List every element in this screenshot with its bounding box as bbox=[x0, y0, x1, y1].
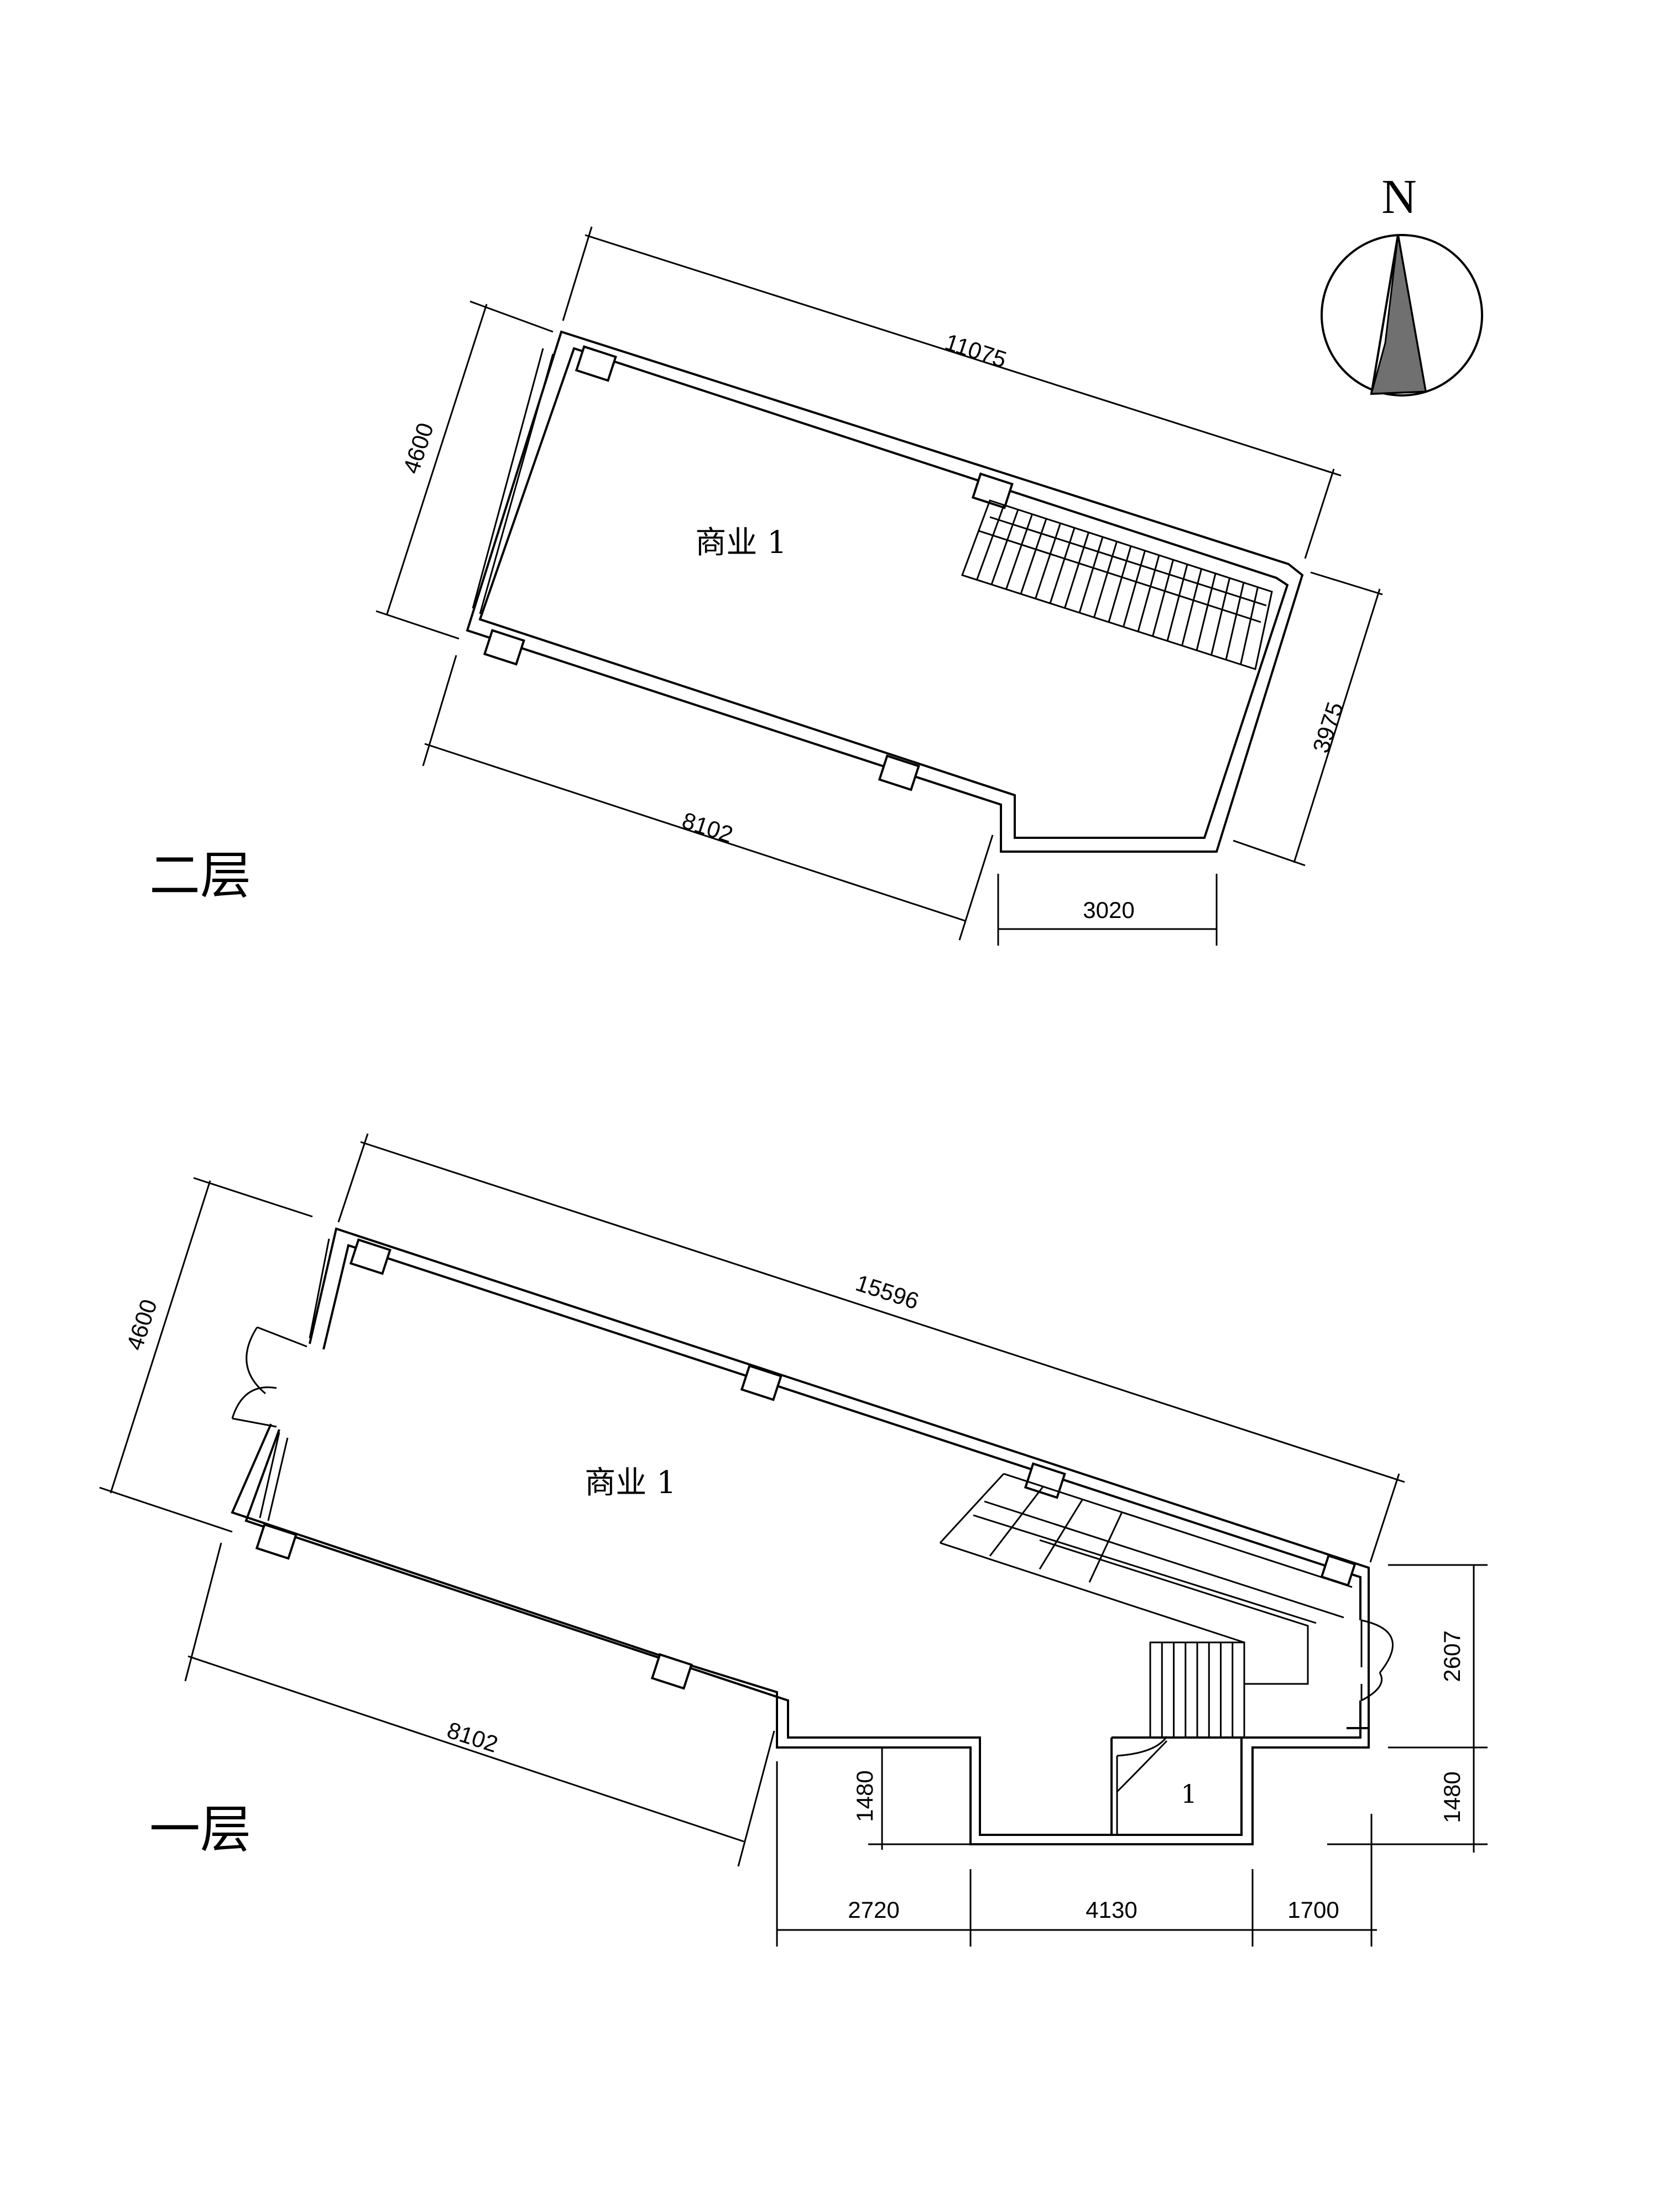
stair-tread bbox=[1196, 573, 1217, 651]
lower-dim-right: 2607 1480 bbox=[1327, 1564, 1488, 1853]
upper-dim-top-label: 11075 bbox=[942, 328, 1010, 373]
lower-stair-lower-flight bbox=[1149, 1641, 1245, 1739]
lower-stair-outline bbox=[939, 1473, 1005, 1544]
upper-column bbox=[878, 754, 920, 791]
stair-tread bbox=[1166, 564, 1188, 641]
upper-column bbox=[971, 472, 1014, 509]
upper-dim-bottom-horizontal-label: 3020 bbox=[1083, 897, 1134, 923]
lower-column bbox=[1320, 1554, 1357, 1587]
lower-stair-treads-lower bbox=[1161, 1642, 1234, 1738]
stair-tread bbox=[1240, 587, 1259, 665]
stair-tread bbox=[1093, 541, 1118, 618]
north-arrow-circle bbox=[1321, 234, 1483, 397]
lower-dim-right-lower-label: 1480 bbox=[1439, 1771, 1465, 1823]
lower-dim-top: 15596 bbox=[337, 1133, 1405, 1563]
lower-small-room-door bbox=[1116, 1736, 1168, 1835]
stair-tread bbox=[990, 509, 1019, 585]
upper-floor-label: 二层 bbox=[149, 846, 251, 905]
lower-stair-rail bbox=[1039, 1539, 1309, 1685]
upper-dim-top: 11075 bbox=[562, 226, 1342, 559]
lower-dim-inner-vertical-label: 1480 bbox=[852, 1770, 878, 1822]
stair-tread bbox=[1064, 532, 1089, 608]
upper-stair-rail bbox=[978, 530, 1261, 623]
lower-window-line bbox=[259, 1432, 280, 1519]
upper-floor-plan: 商业 1 11075 4600 3975 8102 bbox=[149, 226, 1383, 946]
lower-window-line bbox=[267, 1437, 289, 1521]
upper-dim-bottom-horizontal: 3020 bbox=[997, 874, 1218, 946]
stair-tread bbox=[1137, 555, 1160, 632]
lower-dim-top-label: 15596 bbox=[853, 1270, 922, 1314]
upper-room-label: 商业 1 bbox=[695, 525, 786, 561]
lower-column bbox=[349, 1238, 392, 1275]
north-arrow: N bbox=[1321, 170, 1483, 397]
upper-dim-right: 3975 bbox=[1233, 571, 1383, 867]
lower-dim-left-label: 4600 bbox=[121, 1296, 162, 1353]
lower-floor-plan: 商业 1 1 15596 4600 8102 26 bbox=[99, 1133, 1488, 1947]
lower-stair bbox=[939, 1473, 1353, 1739]
lower-window-line bbox=[309, 1238, 330, 1339]
lower-right-door bbox=[1360, 1619, 1394, 1702]
stair-tread bbox=[1005, 514, 1033, 589]
lower-dim-left: 4600 bbox=[99, 1177, 313, 1533]
north-arrow-pointer-shade bbox=[1370, 234, 1427, 395]
lower-dim-right-upper-label: 2607 bbox=[1439, 1630, 1465, 1682]
stair-tread bbox=[1152, 559, 1174, 637]
stair-tread bbox=[1039, 1499, 1083, 1570]
lower-column bbox=[650, 1653, 693, 1690]
upper-dim-left-label: 4600 bbox=[398, 420, 439, 477]
lower-outer-wall-bottom bbox=[231, 1423, 680, 1663]
upper-stair bbox=[961, 499, 1273, 670]
upper-outer-wall bbox=[466, 330, 1304, 853]
stair-tread bbox=[1049, 528, 1076, 604]
stair-tread bbox=[1225, 582, 1245, 660]
lower-dim-bottom-diagonal: 8102 bbox=[184, 1542, 775, 1867]
lower-small-room-label: 1 bbox=[1181, 1779, 1197, 1809]
upper-column bbox=[483, 629, 525, 666]
stair-tread bbox=[1123, 550, 1146, 627]
lower-stair-outline bbox=[1003, 1473, 1353, 1588]
lower-left-door bbox=[231, 1326, 307, 1428]
lower-stair-rail bbox=[984, 1500, 1344, 1619]
stair-tread bbox=[989, 1486, 1044, 1557]
upper-dim-bottom-diagonal: 8102 bbox=[422, 655, 994, 941]
lower-dim-bottom-right-label: 1700 bbox=[1287, 1897, 1339, 1923]
north-arrow-label: N bbox=[1381, 170, 1417, 224]
lower-stair-treads bbox=[989, 1486, 1123, 1583]
stair-tread bbox=[976, 504, 1005, 581]
upper-column bbox=[575, 345, 617, 382]
lower-dim-bottom-left-label: 2720 bbox=[848, 1897, 899, 1923]
upper-dim-left: 4600 bbox=[375, 300, 554, 640]
upper-window-line bbox=[472, 348, 544, 609]
stair-tread bbox=[1108, 546, 1132, 623]
lower-dim-inner-vertical: 1480 bbox=[852, 1746, 971, 1850]
stair-tread bbox=[1020, 518, 1047, 594]
lower-inner-wall bbox=[322, 1244, 1361, 1620]
stair-tread bbox=[1211, 577, 1230, 655]
upper-dim-bottom-diagonal-label: 8102 bbox=[679, 807, 736, 848]
upper-stair-treads bbox=[976, 504, 1259, 665]
stair-tread bbox=[1181, 568, 1202, 646]
lower-stair-rail bbox=[973, 1514, 1317, 1624]
lower-column bbox=[740, 1364, 782, 1401]
lower-inner-wall-right bbox=[244, 1429, 1361, 1836]
lower-stair-outline bbox=[940, 1542, 1245, 1644]
lower-column bbox=[1024, 1462, 1066, 1499]
stair-tread bbox=[1078, 536, 1104, 613]
upper-inner-wall bbox=[478, 347, 1289, 839]
stair-tread bbox=[1088, 1512, 1123, 1583]
upper-stair-rail bbox=[989, 516, 1267, 607]
lower-dim-bottom-chain: 2720 4130 1700 bbox=[776, 1761, 1377, 1947]
stair-tread bbox=[1035, 523, 1061, 599]
lower-floor-label: 一层 bbox=[149, 1800, 251, 1859]
lower-room-label: 商业 1 bbox=[585, 1465, 676, 1501]
lower-dim-bottom-middle-label: 4130 bbox=[1086, 1897, 1137, 1923]
upper-dim-right-label: 3975 bbox=[1307, 699, 1348, 756]
upper-window-line bbox=[479, 353, 554, 614]
upper-stair-outline bbox=[961, 499, 1273, 670]
lower-column bbox=[255, 1523, 298, 1560]
lower-outer-wall-right bbox=[679, 1661, 1370, 1845]
